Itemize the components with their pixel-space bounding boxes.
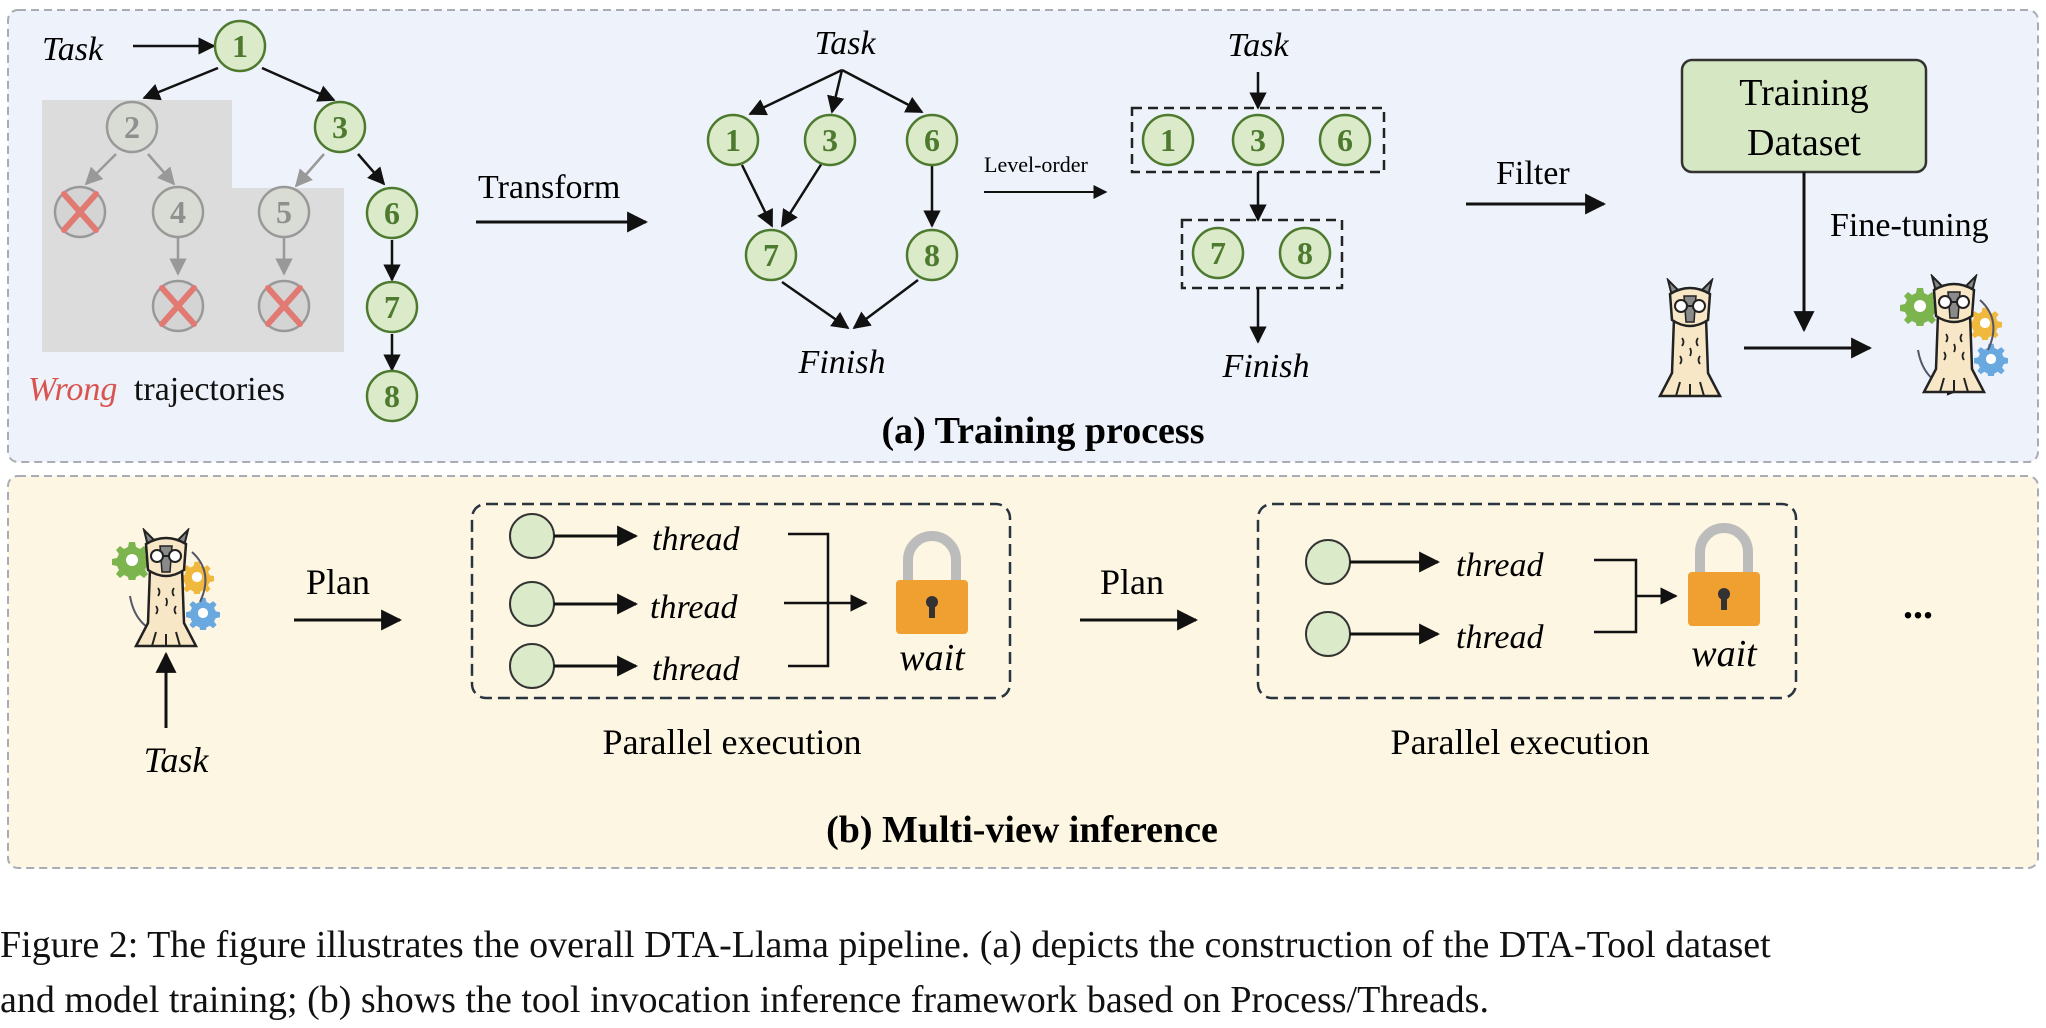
svg-text:8: 8 bbox=[384, 378, 400, 414]
svg-text:1: 1 bbox=[1160, 122, 1176, 158]
svg-text:6: 6 bbox=[1337, 122, 1353, 158]
svg-text:Finish: Finish bbox=[1222, 348, 1310, 385]
tree-node-2: 2 bbox=[105, 100, 159, 154]
training-dataset-box: Training Dataset bbox=[1680, 58, 1928, 174]
thread-row: thread bbox=[1305, 611, 1545, 657]
thread-row: thread bbox=[509, 643, 741, 689]
tree-task-label: Task bbox=[42, 31, 104, 68]
tree-node-5: 5 bbox=[257, 185, 311, 239]
plan-label-2: Plan bbox=[1100, 562, 1164, 602]
svg-text:Task: Task bbox=[1227, 27, 1289, 64]
figure-caption: Figure 2: The figure illustrates the ove… bbox=[0, 918, 2046, 1028]
panel-multi-view-inference: Task Plan thread thread thread bbox=[7, 475, 2039, 869]
parallel-group-2: thread thread wait bbox=[1256, 502, 1798, 700]
svg-text:wait: wait bbox=[899, 637, 966, 679]
svg-text:7: 7 bbox=[384, 289, 400, 325]
dag-node-7: 7 bbox=[744, 228, 798, 282]
svg-text:6: 6 bbox=[384, 195, 400, 231]
thread-row: thread bbox=[1305, 539, 1545, 585]
svg-text:2: 2 bbox=[124, 109, 140, 145]
dag-node-8: 8 bbox=[905, 228, 959, 282]
parallel-execution-label-1: Parallel execution bbox=[603, 722, 862, 762]
svg-text:1: 1 bbox=[725, 122, 741, 158]
inference-task-label: Task bbox=[144, 740, 210, 780]
caption-line-2: and model training; (b) shows the tool i… bbox=[0, 979, 1489, 1021]
wrong-trajectories-label: Wrong trajectories bbox=[28, 371, 285, 408]
svg-text:8: 8 bbox=[1297, 235, 1313, 271]
continuation-ellipsis: ... bbox=[1903, 582, 1933, 627]
panel-a-title: (a) Training process bbox=[881, 410, 1204, 452]
svg-text:Training: Training bbox=[1739, 72, 1869, 114]
dag-node-1: 1 bbox=[706, 113, 760, 167]
thread-row: thread bbox=[509, 513, 741, 559]
svg-text:5: 5 bbox=[276, 194, 292, 230]
dependency-dag: Task 1 3 6 7 bbox=[706, 25, 959, 381]
finetuned-llama-icon bbox=[1900, 274, 2008, 396]
svg-text:wait: wait bbox=[1691, 633, 1758, 675]
level-order-groups: Task 1 3 6 7 8 Finish bbox=[1130, 27, 1386, 385]
svg-text:thread: thread bbox=[652, 651, 741, 688]
svg-text:thread: thread bbox=[652, 521, 741, 558]
parallel-execution-label-2: Parallel execution bbox=[1391, 722, 1650, 762]
svg-text:3: 3 bbox=[1250, 122, 1266, 158]
svg-text:7: 7 bbox=[1210, 235, 1226, 271]
tree-node-3: 3 bbox=[313, 100, 367, 154]
wrong-node-cross bbox=[53, 185, 107, 239]
panel-training-process: Task 1 2 3 bbox=[7, 9, 2039, 463]
parallel-group-1: thread thread thread wait bbox=[470, 502, 1012, 700]
level-order-label: Level-order bbox=[984, 152, 1088, 177]
tree-node-1: 1 bbox=[213, 19, 267, 73]
tree-node-4: 4 bbox=[151, 185, 205, 239]
filter-label: Filter bbox=[1496, 155, 1570, 192]
tree-node-6: 6 bbox=[365, 186, 419, 240]
dag-node-6: 6 bbox=[905, 113, 959, 167]
svg-text:Task: Task bbox=[814, 25, 876, 62]
lock-icon bbox=[896, 531, 968, 634]
svg-text:thread: thread bbox=[650, 589, 739, 626]
transform-label: Transform bbox=[478, 169, 620, 206]
svg-text:8: 8 bbox=[924, 237, 940, 273]
svg-text:thread: thread bbox=[1456, 619, 1545, 656]
panel-b-title: (b) Multi-view inference bbox=[826, 809, 1218, 851]
svg-text:3: 3 bbox=[332, 109, 348, 145]
fine-tuning-label: Fine-tuning bbox=[1830, 207, 1989, 244]
wrong-node-cross bbox=[151, 279, 205, 333]
plan-label-1: Plan bbox=[306, 562, 370, 602]
svg-text:Dataset: Dataset bbox=[1747, 122, 1861, 164]
trajectory-tree: Task 1 2 3 bbox=[28, 19, 419, 423]
wrong-node-cross bbox=[257, 279, 311, 333]
tree-node-8: 8 bbox=[365, 369, 419, 423]
svg-text:6: 6 bbox=[924, 122, 940, 158]
svg-text:4: 4 bbox=[170, 194, 186, 230]
lock-icon bbox=[1688, 523, 1760, 626]
thread-row: thread bbox=[509, 581, 739, 627]
tree-node-7: 7 bbox=[365, 280, 419, 334]
svg-text:1: 1 bbox=[232, 28, 248, 64]
caption-line-1: Figure 2: The figure illustrates the ove… bbox=[0, 924, 1771, 966]
dag-node-3: 3 bbox=[803, 113, 857, 167]
svg-text:3: 3 bbox=[822, 122, 838, 158]
svg-text:Finish: Finish bbox=[798, 344, 886, 381]
svg-text:7: 7 bbox=[763, 237, 779, 273]
agent-llama-icon bbox=[112, 528, 220, 648]
svg-text:thread: thread bbox=[1456, 547, 1545, 584]
